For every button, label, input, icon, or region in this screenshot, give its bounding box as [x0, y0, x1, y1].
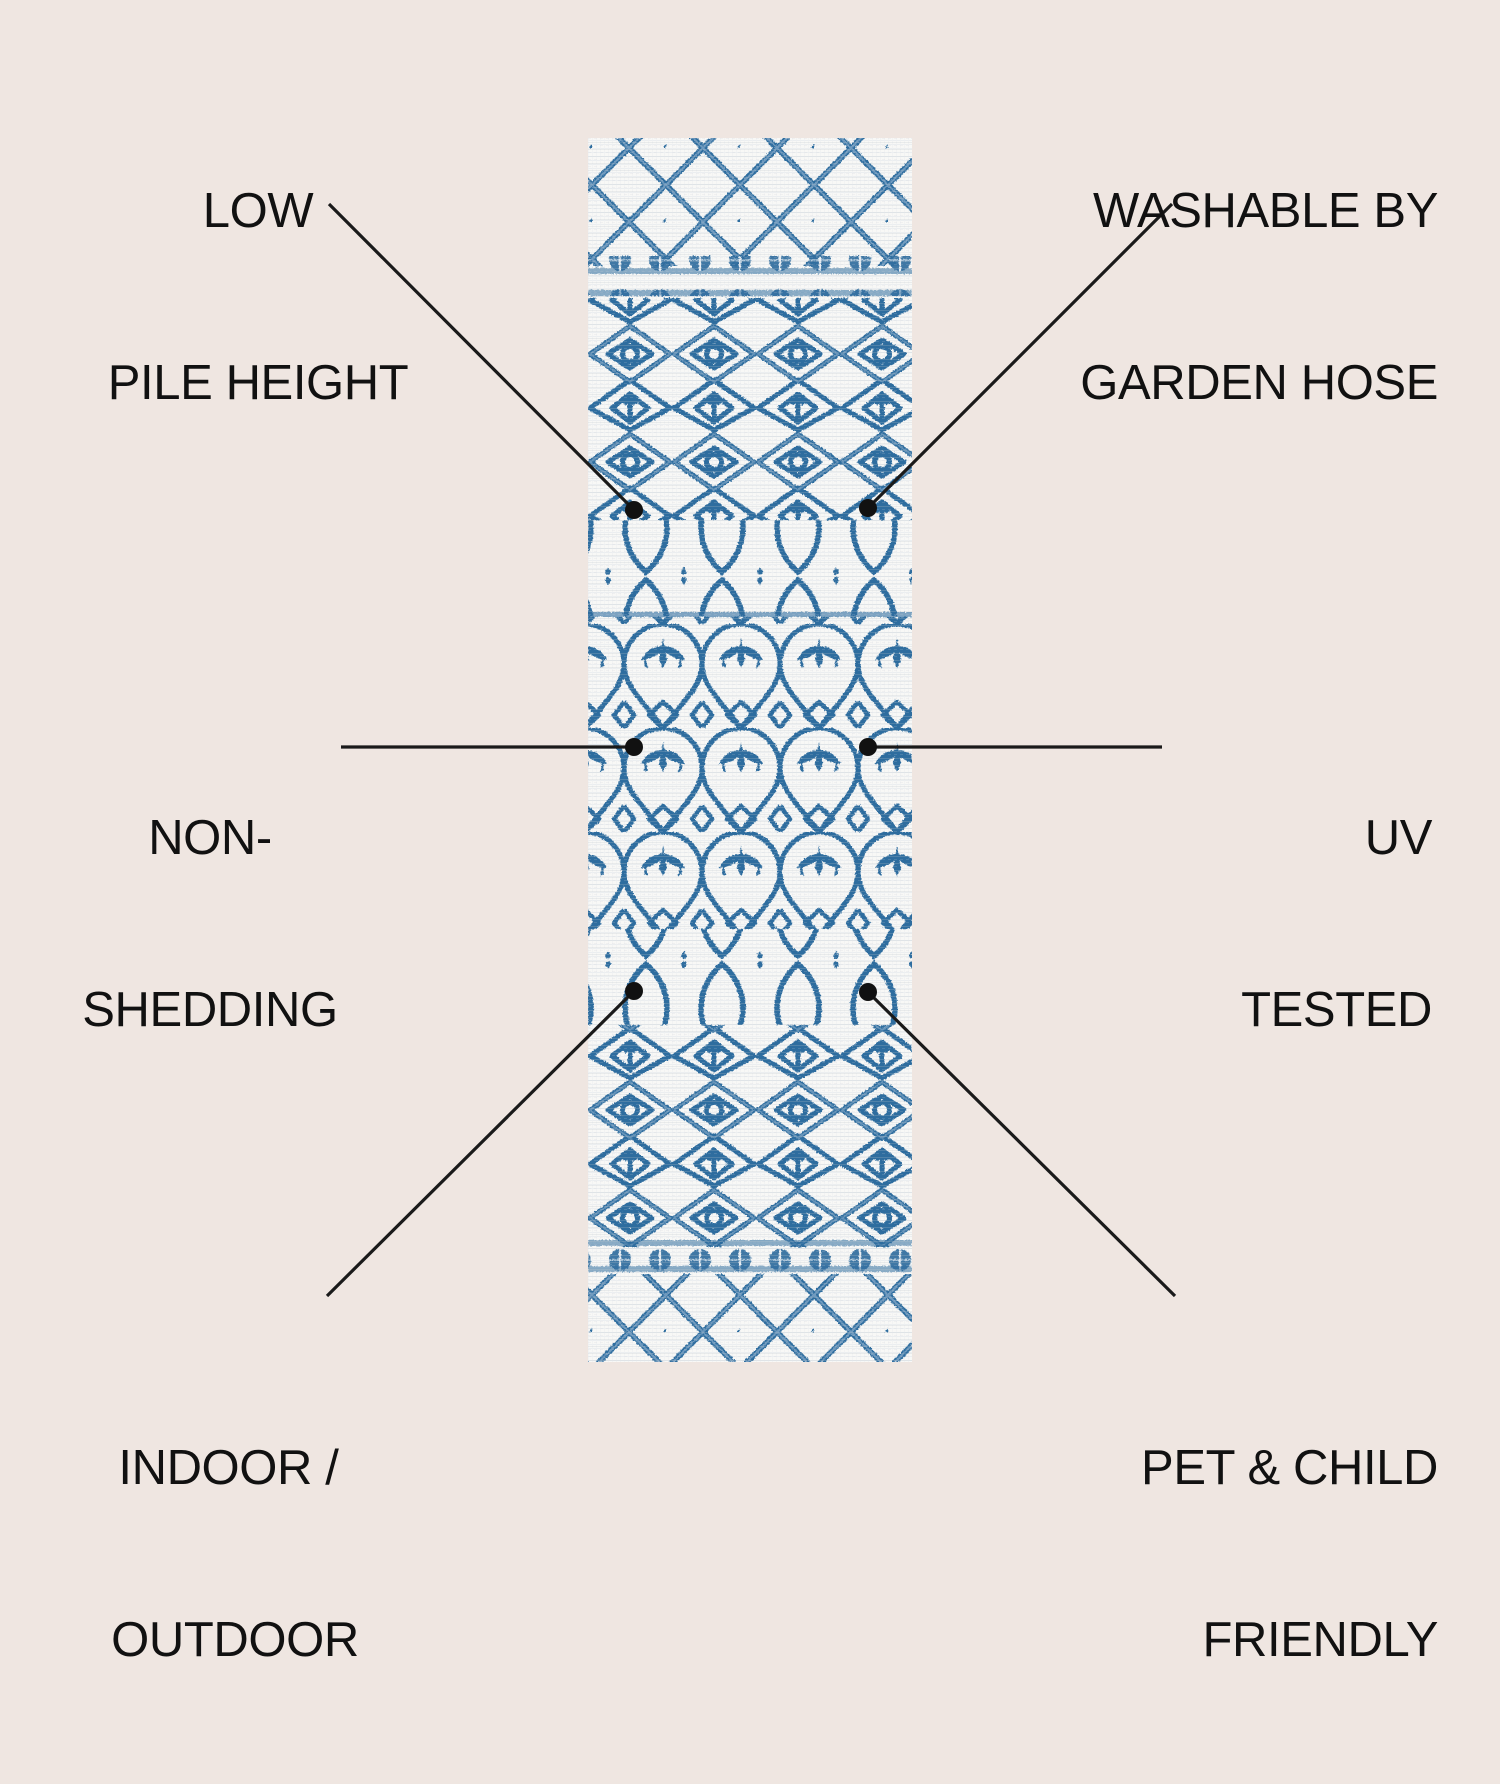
callout-line-2: FRIENDLY [1202, 1612, 1439, 1667]
callout-washable-by-garden-hose: WASHABLE BY GARDEN HOSE [918, 68, 1438, 527]
leader-line-washable [866, 202, 1174, 510]
leader-line-pet-child-friendly [866, 990, 1177, 1298]
callout-line-2: GARDEN HOSE [1080, 355, 1438, 410]
infographic-canvas: LOW PILE HEIGHT WASHABLE BY GARDEN HOSE … [60, 68, 1438, 1667]
leader-lines [325, 202, 1177, 1298]
leader-line-indoor-outdoor [325, 989, 636, 1298]
callout-uv-tested: UV TESTED [1112, 695, 1432, 1154]
callout-line-1: LOW [202, 183, 314, 238]
callout-low-pile-height: LOW PILE HEIGHT [78, 68, 438, 527]
callout-indoor-outdoor: INDOOR / OUTDOOR [70, 1325, 400, 1784]
callout-line-1: NON- [148, 810, 272, 865]
callout-line-2: PILE HEIGHT [107, 355, 409, 410]
leader-dot-indoor-outdoor [625, 982, 643, 1000]
leader-dot-non-shedding [625, 738, 643, 756]
leader-dot-uv-tested [859, 738, 877, 756]
callout-non-shedding: NON- SHEDDING [60, 695, 360, 1154]
callout-line-2: TESTED [1241, 982, 1432, 1037]
callout-pet-child-friendly: PET & CHILD FRIENDLY [1018, 1325, 1438, 1784]
callout-line-2: OUTDOOR [111, 1612, 359, 1667]
callout-line-1: PET & CHILD [1141, 1440, 1438, 1495]
leader-line-group [325, 202, 1177, 1298]
callout-line-1: UV [1364, 810, 1433, 865]
leader-dot-pet-child-friendly [859, 983, 877, 1001]
leader-line-low-pile-height [327, 202, 636, 512]
leader-dot-group [625, 499, 877, 1001]
leader-dot-low-pile-height [625, 501, 643, 519]
callout-line-2: SHEDDING [82, 982, 338, 1037]
callout-line-1: INDOOR / [118, 1440, 352, 1495]
leader-dot-washable [859, 499, 877, 517]
callout-line-1: WASHABLE BY [1092, 183, 1438, 238]
